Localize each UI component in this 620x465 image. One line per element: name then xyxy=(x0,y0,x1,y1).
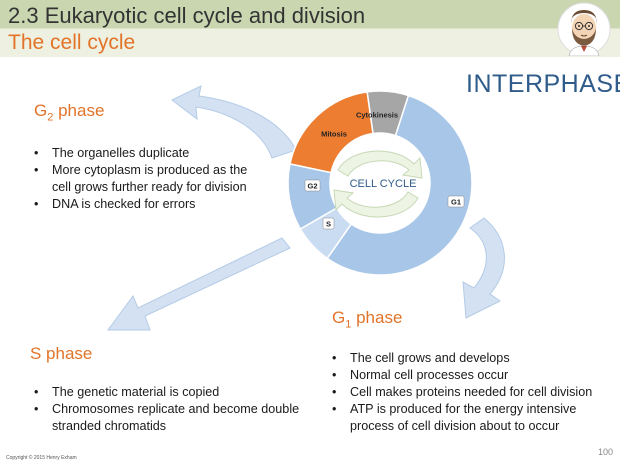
svg-text:G2: G2 xyxy=(307,182,317,191)
slide-header: 2.3 Eukaryotic cell cycle and division T… xyxy=(0,0,620,57)
svg-text:Cytokinesis: Cytokinesis xyxy=(356,111,398,120)
ring-segment-g1 xyxy=(326,94,473,276)
segment-label-g2: G2 xyxy=(304,179,321,192)
segment-label-mitosis: Mitosis xyxy=(321,130,347,139)
g1-phase-title: G1 phase xyxy=(332,308,403,331)
list-item: DNA is checked for errors xyxy=(30,196,266,213)
list-item: Normal cell processes occur xyxy=(328,367,608,384)
cycle-arrow-bottom-icon xyxy=(333,189,419,218)
segment-label-s: S xyxy=(322,217,335,230)
s-phase-bullets: The genetic material is copied Chromosom… xyxy=(30,384,310,435)
segment-label-g1: G1 xyxy=(447,195,465,208)
arrow-to-s xyxy=(107,237,291,331)
g1-phase-bullets: The cell grows and develops Normal cell … xyxy=(328,350,608,435)
interphase-label: INTERPHASE xyxy=(466,70,620,98)
slide-subtitle: The cell cycle xyxy=(8,31,136,54)
arrow-to-g1 xyxy=(462,217,505,319)
g2-phase-bullets: The organelles duplicate More cytoplasm … xyxy=(30,145,266,213)
s-phase-title: S phase xyxy=(30,344,93,363)
svg-text:S: S xyxy=(326,220,331,229)
svg-text:Mitosis: Mitosis xyxy=(321,130,347,139)
page-number: 100 xyxy=(598,447,614,457)
list-item: The organelles duplicate xyxy=(30,145,266,162)
list-item: Cell makes proteins needed for cell divi… xyxy=(328,384,608,401)
cell-cycle-center-label: CELL CYCLE xyxy=(350,178,417,190)
svg-text:G1: G1 xyxy=(451,198,461,207)
cell-cycle-ring xyxy=(287,90,473,276)
list-item: Chromosomes replicate and become double … xyxy=(30,401,310,435)
g2-phase-title: G2 phase xyxy=(34,101,105,124)
list-item: ATP is produced for the energy intensive… xyxy=(328,401,608,435)
copyright-notice: Copyright © 2015 Henry Exham xyxy=(6,455,77,461)
author-avatar-icon xyxy=(557,2,611,56)
cycle-arrow-top-icon xyxy=(337,150,423,179)
segment-label-cytokinesis: Cytokinesis xyxy=(356,111,398,120)
arrow-to-g2 xyxy=(171,85,297,159)
list-item: The genetic material is copied xyxy=(30,384,310,401)
list-item: More cytoplasm is produced as the cell g… xyxy=(30,162,266,196)
list-item: The cell grows and develops xyxy=(328,350,608,367)
slide-title: 2.3 Eukaryotic cell cycle and division xyxy=(8,3,366,28)
cell-cycle-diagram: CELL CYCLE Cytokinesis Mitosis G2 S G1 xyxy=(107,85,505,331)
ring-segment-cytokinesis xyxy=(366,90,410,137)
